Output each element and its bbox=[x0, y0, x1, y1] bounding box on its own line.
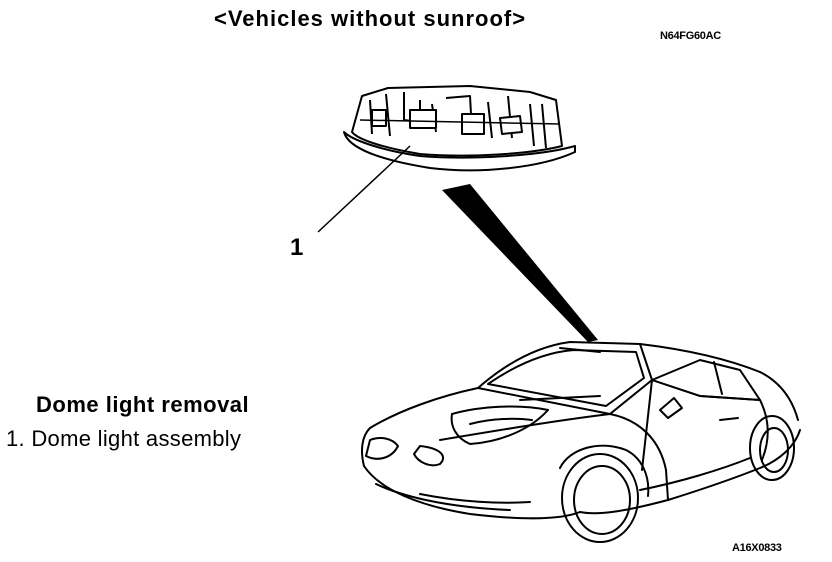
diagram-title: <Vehicles without sunroof> bbox=[214, 6, 527, 31]
callout-number: 1 bbox=[290, 234, 304, 261]
dome-light-assembly bbox=[343, 85, 576, 172]
section-title: Dome light removal bbox=[36, 392, 250, 417]
figure-code-bottom: A16X0833 bbox=[732, 542, 782, 554]
car-illustration bbox=[361, 341, 801, 543]
leader-line bbox=[317, 145, 411, 233]
figure-code-top: N64FG60AC bbox=[660, 30, 721, 42]
part-list-item: 1. Dome light assembly bbox=[6, 426, 242, 451]
pointer-wedge bbox=[442, 184, 598, 342]
